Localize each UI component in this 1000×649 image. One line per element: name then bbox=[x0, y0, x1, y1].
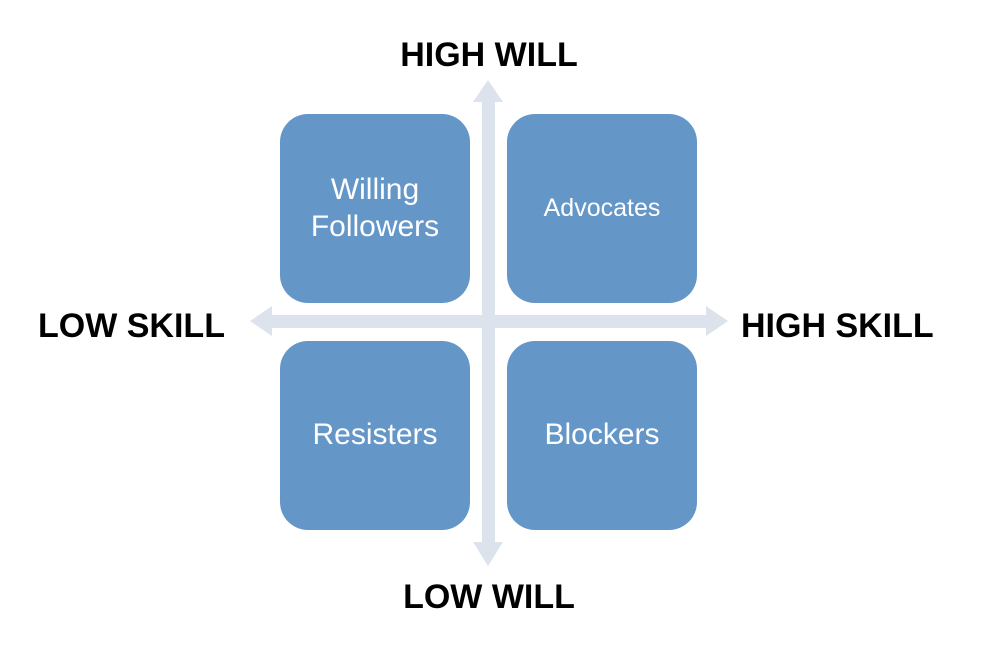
axis-label-high-skill: HIGH SKILL bbox=[741, 307, 934, 345]
axis-label-high-will: HIGH WILL bbox=[400, 36, 578, 74]
horizontal-axis-arrow bbox=[250, 306, 728, 336]
quadrant-willing-followers: Willing Followers bbox=[280, 114, 470, 303]
axis-label-low-skill: LOW SKILL bbox=[38, 307, 225, 345]
axis-label-low-will: LOW WILL bbox=[403, 578, 575, 616]
quadrant-resisters: Resisters bbox=[280, 341, 470, 530]
quadrant-advocates: Advocates bbox=[507, 114, 697, 303]
quadrant-blockers: Blockers bbox=[507, 341, 697, 530]
